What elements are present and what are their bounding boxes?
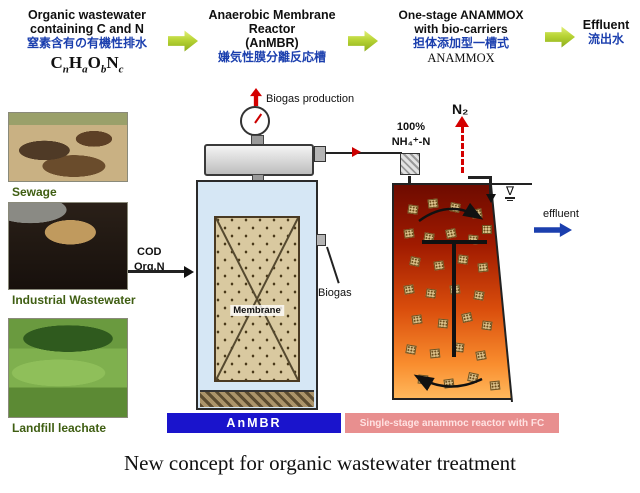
photo-label-landfill: Landfill leachate: [12, 421, 107, 435]
membrane-module: Membrane: [214, 216, 300, 382]
landfill-leachate-photo: [8, 318, 128, 418]
bio-carrier-icon: [482, 225, 492, 234]
flow-arrow-icon: [348, 30, 378, 52]
flow-step-line: One-stage ANAMMOX: [398, 8, 524, 22]
biogas-up-arrow-icon: [250, 88, 262, 106]
flow-arrow-icon: [168, 30, 198, 52]
water-level-icon: ∇: [502, 185, 518, 201]
anmbr-headspace-tank: [204, 144, 314, 176]
flow-step-anammox: One-stage ANAMMOX with bio-carriers 担体添加…: [378, 8, 544, 66]
circulation-arrow-bottom-icon: [413, 374, 483, 392]
n2-label: N₂: [452, 101, 469, 117]
flow-arrow-icon: [545, 26, 575, 48]
anammox-internals: [413, 185, 534, 402]
anammox-tank: [392, 183, 534, 402]
cod-arrow-line: [128, 270, 188, 273]
carrier-layer: [394, 185, 534, 402]
effluent-arrow-icon: [534, 223, 572, 237]
feed-box-icon: [400, 153, 420, 175]
anmbr-vessel-base: [200, 390, 314, 407]
flow-step-line: Effluent: [582, 18, 630, 32]
flow-step-line: (AnMBR): [245, 36, 299, 50]
chemical-formula: CnHaObNc: [50, 53, 124, 76]
photo-label-sewage: Sewage: [12, 185, 57, 199]
biogas-label: Biogas: [318, 287, 352, 299]
flow-step-effluent: Effluent 流出水: [576, 18, 636, 47]
n2-arrow-head-icon: [455, 116, 469, 127]
flow-step-jp: 窒素含有の有機性排水: [26, 36, 147, 50]
flow-step-line: Anaerobic Membrane: [208, 8, 336, 22]
flow-step-line: Reactor: [248, 22, 296, 36]
flow-step-line: containing C and N: [30, 22, 144, 36]
flow-direction-arrow-icon: [352, 147, 361, 157]
biogas-tap-icon: [316, 234, 326, 246]
overflow-line-v: [489, 176, 492, 196]
biogas-production-label: Biogas production: [266, 93, 355, 105]
anammox-banner: Single-stage anammoc reactor with FC: [345, 413, 559, 433]
flow-step-line: with bio-carriers: [414, 22, 508, 36]
gas-pipe-line: [326, 152, 402, 154]
cod-arrow-icon: [184, 266, 194, 278]
pressure-gauge-icon: [240, 106, 270, 136]
photo-label-industrial: Industrial Wastewater: [12, 293, 136, 307]
anmbr-banner: AnMBR: [167, 413, 341, 433]
pct-label: 100%: [396, 121, 426, 133]
biogas-pointer-line: [326, 246, 340, 284]
gas-valve-icon: [314, 146, 326, 162]
circulation-arrow-top-icon: [418, 202, 484, 223]
settler-zone: [491, 185, 534, 402]
membrane-label: Membrane: [230, 305, 284, 317]
flow-step-anmbr: Anaerobic Membrane Reactor (AnMBR) 嫌気性膜分…: [198, 8, 346, 65]
page-title: New concept for organic wastewater treat…: [123, 451, 517, 475]
overflow-line-h: [468, 176, 492, 179]
flow-step-line: Organic wastewater: [27, 8, 147, 22]
flow-step-jp: 担体添加型一槽式: [412, 36, 509, 50]
membrane-cross-lines: [216, 218, 298, 380]
flow-step-line: ANAMMOX: [427, 51, 495, 65]
n2-dashed-arrow-icon: [461, 127, 464, 173]
flow-step-jp: 嫌気性膜分離反応槽: [217, 50, 326, 64]
flow-step-organic-wastewater: Organic wastewater containing C and N 窒素…: [6, 8, 168, 75]
nh4-label: NH₄⁺-N: [391, 136, 431, 148]
overflow-arrow-icon: [486, 194, 496, 203]
cod-label: COD: [137, 246, 162, 258]
sewage-photo: [8, 112, 128, 182]
flow-step-jp: 流出水: [587, 32, 624, 46]
gauge-needle-icon: [254, 113, 263, 124]
industrial-wastewater-photo: [8, 202, 128, 290]
effluent-label: effluent: [543, 208, 579, 220]
